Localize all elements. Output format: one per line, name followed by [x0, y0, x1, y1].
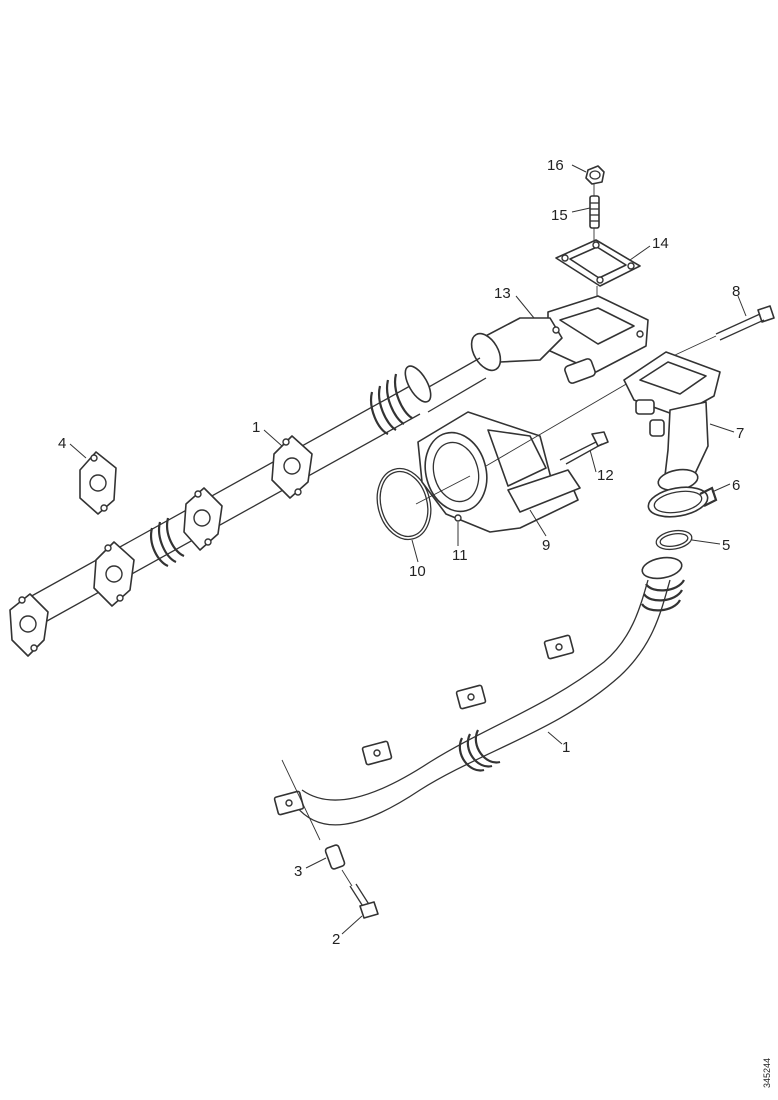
bellows-upper-part	[370, 365, 432, 436]
callout-2: 2	[332, 931, 340, 948]
leader-lines	[69, 164, 747, 935]
flange-gasket-part	[555, 239, 641, 287]
flange-1-part	[9, 593, 49, 657]
callout-1-upper: 1	[252, 419, 260, 436]
exhaust-manifold-lower-part	[273, 556, 685, 826]
mounting-tab-2-part	[361, 740, 393, 766]
callout-15: 15	[551, 207, 568, 224]
housing-part	[417, 411, 581, 533]
callout-16: 16	[547, 157, 564, 174]
mounting-tab-1-part	[273, 790, 305, 816]
elbow-pipe-part	[470, 295, 649, 384]
callout-8: 8	[732, 283, 740, 300]
reference-code: 345244	[762, 1058, 772, 1088]
stud-part	[589, 195, 600, 229]
callout-12: 12	[597, 467, 614, 484]
seal-ring-part	[655, 529, 693, 551]
clamp-part	[647, 486, 718, 518]
elbow-connector-part	[623, 351, 721, 492]
spacer-part	[324, 844, 346, 870]
callout-5: 5	[722, 537, 730, 554]
flange-3-part	[183, 487, 223, 551]
callout-9: 9	[542, 537, 550, 554]
callout-4: 4	[58, 435, 66, 452]
bolt-2-part	[349, 883, 379, 919]
exhaust-manifold-upper-part	[9, 357, 487, 657]
nut-part	[585, 165, 605, 185]
callout-14: 14	[652, 235, 669, 252]
callout-11: 11	[452, 547, 468, 564]
callout-7: 7	[736, 425, 744, 442]
bolt-12-part	[559, 431, 609, 465]
callout-6: 6	[732, 477, 740, 494]
bellows-middle-part	[150, 517, 185, 568]
gasket-part	[79, 451, 117, 515]
mounting-tab-3-part	[455, 684, 487, 710]
flange-2-part	[93, 541, 135, 607]
bellows-lower-part	[458, 729, 501, 772]
bellows-end-part	[641, 556, 685, 612]
flange-4-part	[271, 435, 313, 499]
callout-3: 3	[294, 863, 302, 880]
bolt-8-part	[715, 305, 775, 341]
callout-13: 13	[494, 285, 511, 302]
mounting-tab-4-part	[543, 634, 575, 660]
callout-1-lower: 1	[562, 739, 570, 756]
callout-10: 10	[409, 563, 426, 580]
